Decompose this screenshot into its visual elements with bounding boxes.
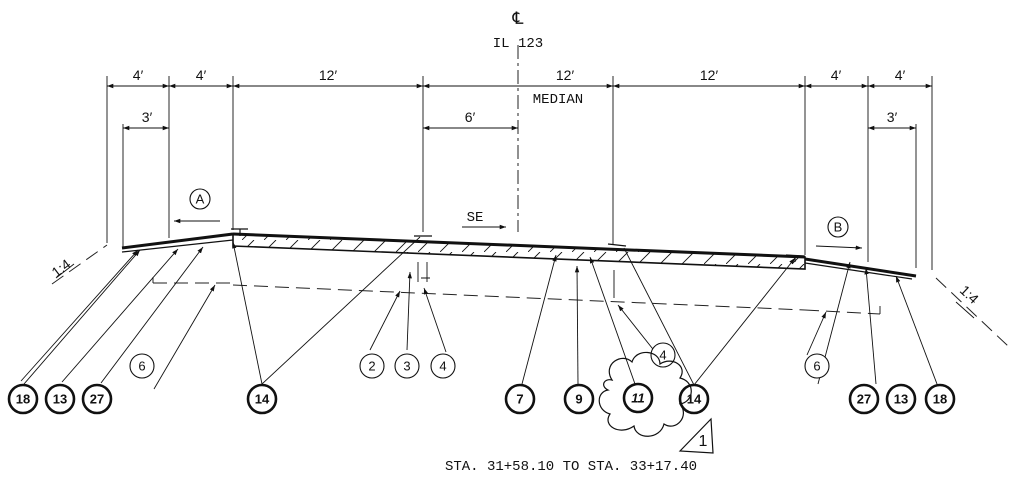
svg-text:7: 7 (516, 392, 523, 407)
route-label: IL 123 (493, 36, 543, 52)
callout-13-right: 13 (885, 383, 917, 415)
callout-27-left: 27 (81, 383, 113, 415)
leader-lines (20, 236, 938, 390)
dim-lane-2: 12′ (556, 67, 575, 83)
svg-text:14: 14 (255, 392, 270, 407)
roadway-section (51, 228, 1009, 347)
callout-14-c: 14 (678, 383, 710, 415)
dim-right-3ft: 3′ (887, 109, 898, 125)
dim-left-shoulder-outer: 4′ (133, 67, 144, 83)
centerline-symbol: ℄ (512, 11, 524, 30)
se-label: SE (467, 210, 484, 226)
svg-text:18: 18 (933, 392, 947, 407)
dim-lane-3: 12′ (700, 67, 719, 83)
callout-2: 2 (359, 353, 385, 379)
detail-b-label: B (834, 220, 843, 235)
dim-lane-1: 12′ (319, 67, 338, 83)
svg-text:6: 6 (813, 359, 820, 374)
svg-text:13: 13 (53, 392, 67, 407)
detail-b: B (815, 216, 863, 250)
callout-11: 11 (622, 382, 654, 414)
callouts-bold: 18 13 27 14 7 9 14 27 13 18 (7, 383, 956, 415)
extension-lines (106, 76, 933, 270)
dim-left-shoulder-inner: 4′ (196, 67, 207, 83)
callout-9: 9 (563, 383, 595, 415)
callout-18-left: 18 (7, 383, 39, 415)
dim-center-6ft: 6′ (465, 109, 476, 125)
median-label: MEDIAN (533, 92, 583, 108)
svg-text:3: 3 (403, 359, 410, 374)
svg-text:6: 6 (138, 359, 145, 374)
svg-text:18: 18 (16, 392, 30, 407)
callout-27-right: 27 (848, 383, 880, 415)
revision-delta: 1 (678, 417, 714, 454)
svg-text:2: 2 (368, 359, 375, 374)
slope-left-label: 1:4 (48, 256, 73, 281)
svg-text:11: 11 (631, 391, 645, 406)
callout-3: 3 (394, 353, 420, 379)
detail-a-label: A (196, 192, 205, 207)
dim-left-3ft: 3′ (142, 109, 153, 125)
dim-right-shoulder-outer: 4′ (895, 67, 906, 83)
revision-cloud: 11 (598, 351, 692, 437)
centerline: ℄ IL 123 (493, 11, 543, 232)
svg-text:27: 27 (90, 392, 104, 407)
callouts-light: 6 2 3 4 4 6 (129, 342, 830, 379)
top-dimension-line: 4′ 4′ 12′ 12′ 12′ 4′ 4′ (107, 67, 932, 89)
callout-18-right: 18 (924, 383, 956, 415)
dim-right-shoulder-inner: 4′ (831, 67, 842, 83)
callout-4-left: 4 (430, 353, 456, 379)
detail-a: A (174, 188, 220, 224)
svg-text:4: 4 (439, 359, 446, 374)
pavement-slab (232, 233, 806, 270)
slope-right-label: 1:4 (957, 282, 982, 307)
callout-14-a: 14 (246, 383, 278, 415)
svg-text:9: 9 (575, 392, 582, 407)
callout-6-left: 6 (129, 353, 155, 379)
revision-number: 1 (699, 433, 708, 450)
station-range: STA. 31+58.10 TO STA. 33+17.40 (445, 459, 697, 475)
svg-text:27: 27 (857, 392, 871, 407)
callout-6-right: 6 (804, 353, 830, 379)
inner-dimensions: 3′ 3′ 6′ (123, 109, 916, 131)
svg-text:13: 13 (894, 392, 908, 407)
callout-13-left: 13 (44, 383, 76, 415)
callout-7: 7 (504, 383, 536, 415)
svg-text:4: 4 (659, 348, 666, 363)
